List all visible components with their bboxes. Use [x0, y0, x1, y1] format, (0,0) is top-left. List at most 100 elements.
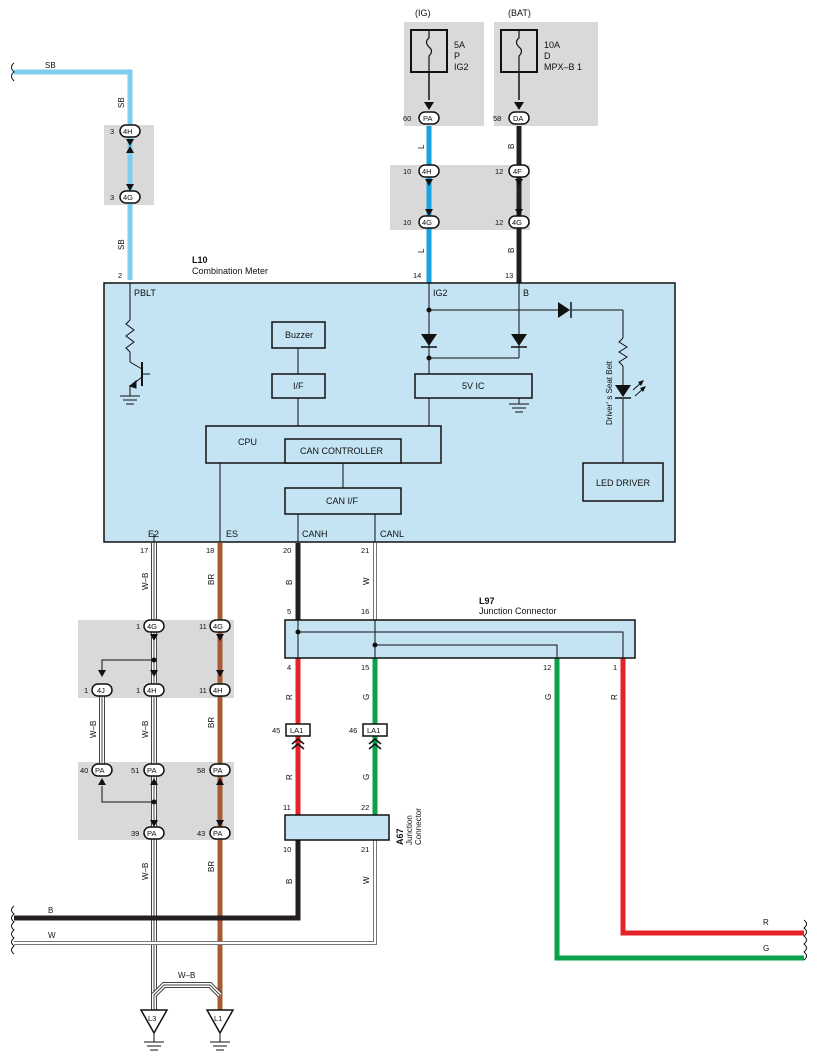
led-driver-label: LED DRIVER: [596, 478, 651, 488]
l97-pin-1: 1: [613, 663, 617, 672]
svg-text:4H: 4H: [422, 167, 432, 176]
connector-4g-1: 4G 1: [136, 619, 165, 641]
fuse-bat: [500, 29, 538, 110]
g-bus-wire: [554, 658, 804, 961]
l97-pin-12: 12: [543, 663, 551, 672]
ground-l3: L3: [139, 1009, 169, 1051]
l97-body: [284, 619, 636, 659]
connector-4j-1: 4J 1: [84, 670, 113, 697]
wire-label-g: G: [544, 694, 553, 700]
connector-la1-45: LA1 45: [272, 723, 311, 750]
terminal-b: B: [523, 288, 529, 298]
led-driver-block: [582, 462, 664, 502]
meter-name: Combination Meter: [192, 266, 268, 276]
svg-text:12: 12: [495, 218, 503, 227]
svg-text:46: 46: [349, 726, 357, 735]
if-label: I/F: [293, 381, 304, 391]
fuse-bat-name: MPX–B 1: [544, 62, 582, 72]
connector-4f-12: 4F 12: [495, 164, 530, 186]
fuse-block-ig: [404, 22, 484, 126]
svg-text:12: 12: [495, 167, 503, 176]
svg-text:PA: PA: [423, 114, 432, 123]
a67-pin-22: 22: [361, 803, 369, 812]
connector-4g-3: 4G 3: [110, 184, 141, 204]
cpu-label: CPU: [238, 437, 257, 447]
a67-pin-10: 10: [283, 845, 291, 854]
svg-text:39: 39: [131, 829, 139, 838]
meter-internal-links: [153, 463, 376, 542]
connector-pa-58: PA 58: [197, 763, 231, 785]
terminal-canl: CANL: [380, 529, 404, 539]
bus-label-r: R: [763, 918, 769, 927]
terminal-ig2: IG2: [433, 288, 448, 298]
splice-pa: [101, 786, 154, 803]
svg-text:PA: PA: [147, 829, 156, 838]
wire-label-w: W: [362, 577, 371, 585]
connector-4h-10: 4H 10: [403, 164, 440, 186]
svg-text:DA: DA: [513, 114, 523, 123]
svg-text:4G: 4G: [422, 218, 432, 227]
fuse-ig-supply: (IG): [415, 8, 431, 18]
svg-text:4F: 4F: [513, 167, 522, 176]
seat-belt-led: [615, 380, 646, 399]
pin-b: 13: [505, 271, 513, 280]
svg-text:4H: 4H: [213, 686, 223, 695]
svg-text:PA: PA: [213, 829, 222, 838]
wire-label-wb: W–B: [141, 573, 150, 590]
connector-4g-12: 4G 12: [495, 209, 530, 229]
svg-text:3: 3: [110, 127, 114, 136]
splice-dot: [151, 799, 157, 805]
connector-pa-60: PA 60: [403, 111, 440, 125]
wire-label-wb: W–B: [141, 863, 150, 880]
wire-label-wb: W–B: [89, 721, 98, 738]
svg-text:4G: 4G: [512, 218, 522, 227]
sb-wire: [14, 69, 133, 280]
svg-text:43: 43: [197, 829, 205, 838]
terminal-canh: CANH: [302, 529, 328, 539]
fuse-bat-supply: (BAT): [508, 8, 531, 18]
pin-pblt: 2: [118, 271, 122, 280]
wire-label-sb: SB: [117, 239, 126, 250]
l97-code: L97: [479, 596, 495, 606]
b-bus-wire: [14, 840, 301, 921]
svg-text:1: 1: [84, 686, 88, 695]
wire-break-sb: [11, 62, 15, 82]
5v-ic-label: 5V IC: [462, 381, 485, 391]
wire-label-g: G: [362, 694, 371, 700]
svg-text:60: 60: [403, 114, 411, 123]
wire-label-b: B: [285, 879, 294, 884]
svg-text:LA1: LA1: [290, 726, 303, 735]
svg-text:PA: PA: [95, 766, 104, 775]
l97-name: Junction Connector: [479, 606, 557, 616]
splice-dot: [151, 657, 157, 663]
svg-text:11: 11: [199, 622, 207, 631]
svg-text:PA: PA: [213, 766, 222, 775]
pin-e2: 17: [140, 546, 148, 555]
connector-pa-39: PA 39: [131, 820, 165, 840]
svg-text:4J: 4J: [97, 686, 105, 695]
w-bus-wire: [14, 840, 377, 945]
fuse-ig-rating: 5A: [454, 40, 465, 50]
svg-text:11: 11: [199, 686, 207, 695]
l97-pin-16: 16: [361, 607, 369, 616]
fuse-ig-name: IG2: [454, 62, 469, 72]
l97-pin-4: 4: [287, 663, 291, 672]
ground-l1: L1: [205, 1009, 235, 1051]
l97-pin-5: 5: [287, 607, 291, 616]
wire-label-ground-link: W–B: [178, 971, 195, 980]
5v-ic-block: [414, 373, 533, 399]
terminal-e2: E2: [148, 529, 159, 539]
svg-text:10: 10: [403, 167, 411, 176]
wire-label-b: B: [285, 580, 294, 585]
fuse-bat-name: D: [544, 51, 551, 61]
connector-la1-46: LA1 46: [349, 723, 388, 750]
svg-text:4G: 4G: [147, 622, 157, 631]
terminal-pblt: PBLT: [134, 288, 156, 298]
svg-text:4H: 4H: [147, 686, 157, 695]
svg-text:L3: L3: [148, 1014, 156, 1023]
wire-label-w: W: [362, 876, 371, 884]
svg-text:58: 58: [197, 766, 205, 775]
junction-dot: [426, 307, 432, 313]
svg-text:58: 58: [493, 114, 501, 123]
